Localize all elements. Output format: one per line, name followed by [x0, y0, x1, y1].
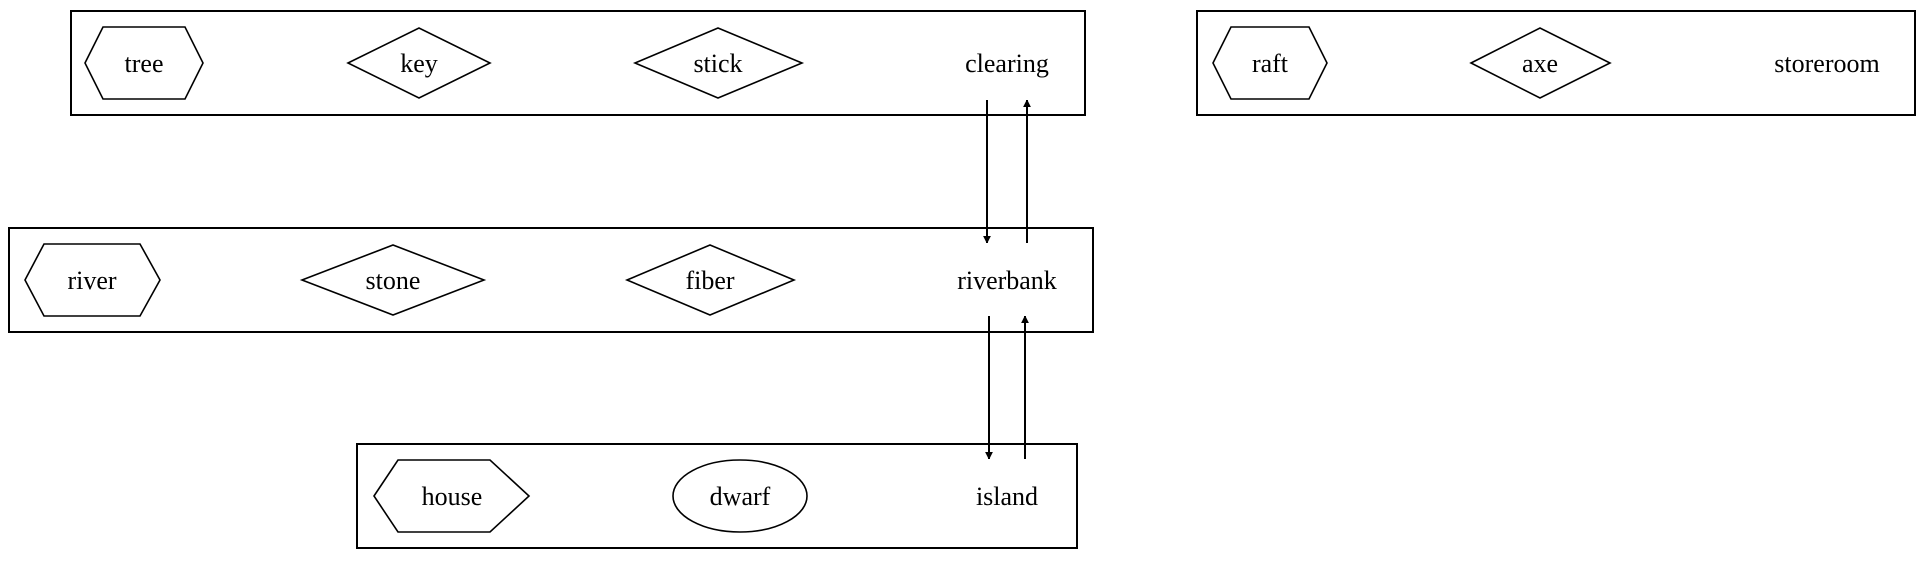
room-riverbank: river stone fiber riverbank [8, 227, 1094, 333]
item-raft-hexagon [1212, 26, 1328, 100]
room-storeroom-box [1196, 10, 1916, 116]
item-stone-diamond [299, 244, 487, 316]
item-stone-label: stone [366, 266, 421, 295]
room-storeroom: raft axe storeroom [1196, 10, 1916, 116]
room-island-label: island [976, 482, 1038, 511]
item-river-hexagon [24, 243, 161, 317]
item-tree-label: tree [125, 49, 164, 78]
item-axe-diamond [1469, 27, 1612, 99]
item-stick-label: stick [693, 49, 742, 78]
item-axe-label: axe [1522, 49, 1558, 78]
item-house-label: house [422, 482, 483, 511]
item-dwarf-label: dwarf [710, 482, 771, 511]
item-fiber-label: fiber [685, 266, 734, 295]
room-clearing: tree key stick clearing [70, 10, 1086, 116]
room-island: house dwarf island [356, 443, 1078, 549]
room-riverbank-box [8, 227, 1094, 333]
item-raft-label: raft [1252, 49, 1289, 78]
item-key-label: key [400, 49, 438, 78]
room-island-box [356, 443, 1078, 549]
item-dwarf-ellipse [672, 459, 808, 533]
item-fiber-diamond [624, 244, 797, 316]
item-river-label: river [67, 266, 116, 295]
room-storeroom-label: storeroom [1774, 49, 1879, 78]
room-riverbank-label: riverbank [957, 266, 1057, 295]
item-tree-hexagon [84, 26, 204, 100]
item-stick-diamond [632, 27, 805, 99]
item-house-hexagon [373, 459, 531, 533]
room-clearing-label: clearing [965, 49, 1049, 78]
room-clearing-box [70, 10, 1086, 116]
item-key-diamond [346, 27, 492, 99]
